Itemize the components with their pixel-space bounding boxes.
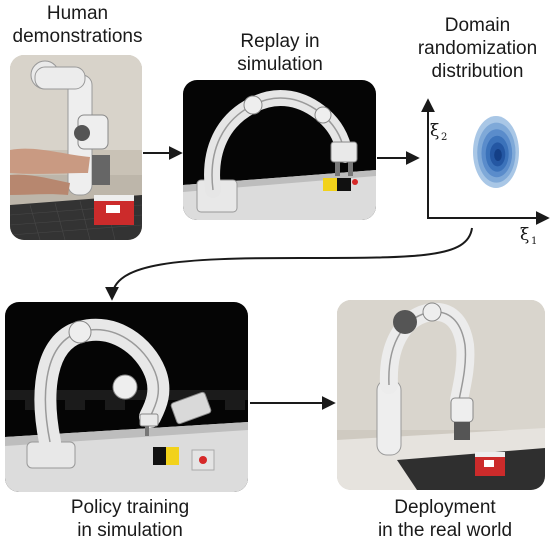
caption-deployment: Deployment in the real world xyxy=(377,497,513,541)
y-axis-label: ξ xyxy=(430,121,439,141)
domain-randomization-plot: ξ 2 ξ 1 xyxy=(421,98,550,247)
caption-policy-training: Policy training in simulation xyxy=(70,497,190,541)
caption-human-demonstrations: Human demonstrations xyxy=(12,3,143,47)
x-axis-label-subscript: 1 xyxy=(531,236,537,247)
deployment-photo xyxy=(337,300,545,490)
arrow-randomization-to-training xyxy=(105,227,473,301)
caption-replay-in-simulation: Replay in simulation xyxy=(237,31,323,75)
replay-simulation-render xyxy=(183,80,376,220)
density-contour xyxy=(494,149,502,161)
x-axis-label: ξ xyxy=(520,225,529,245)
human-demonstration-photo xyxy=(10,55,142,240)
distribution-density-blob xyxy=(473,116,519,188)
caption-domain-randomization: Domain randomization distribution xyxy=(417,15,538,82)
y-axis-label-subscript: 2 xyxy=(441,132,447,143)
policy-training-render xyxy=(5,302,248,492)
